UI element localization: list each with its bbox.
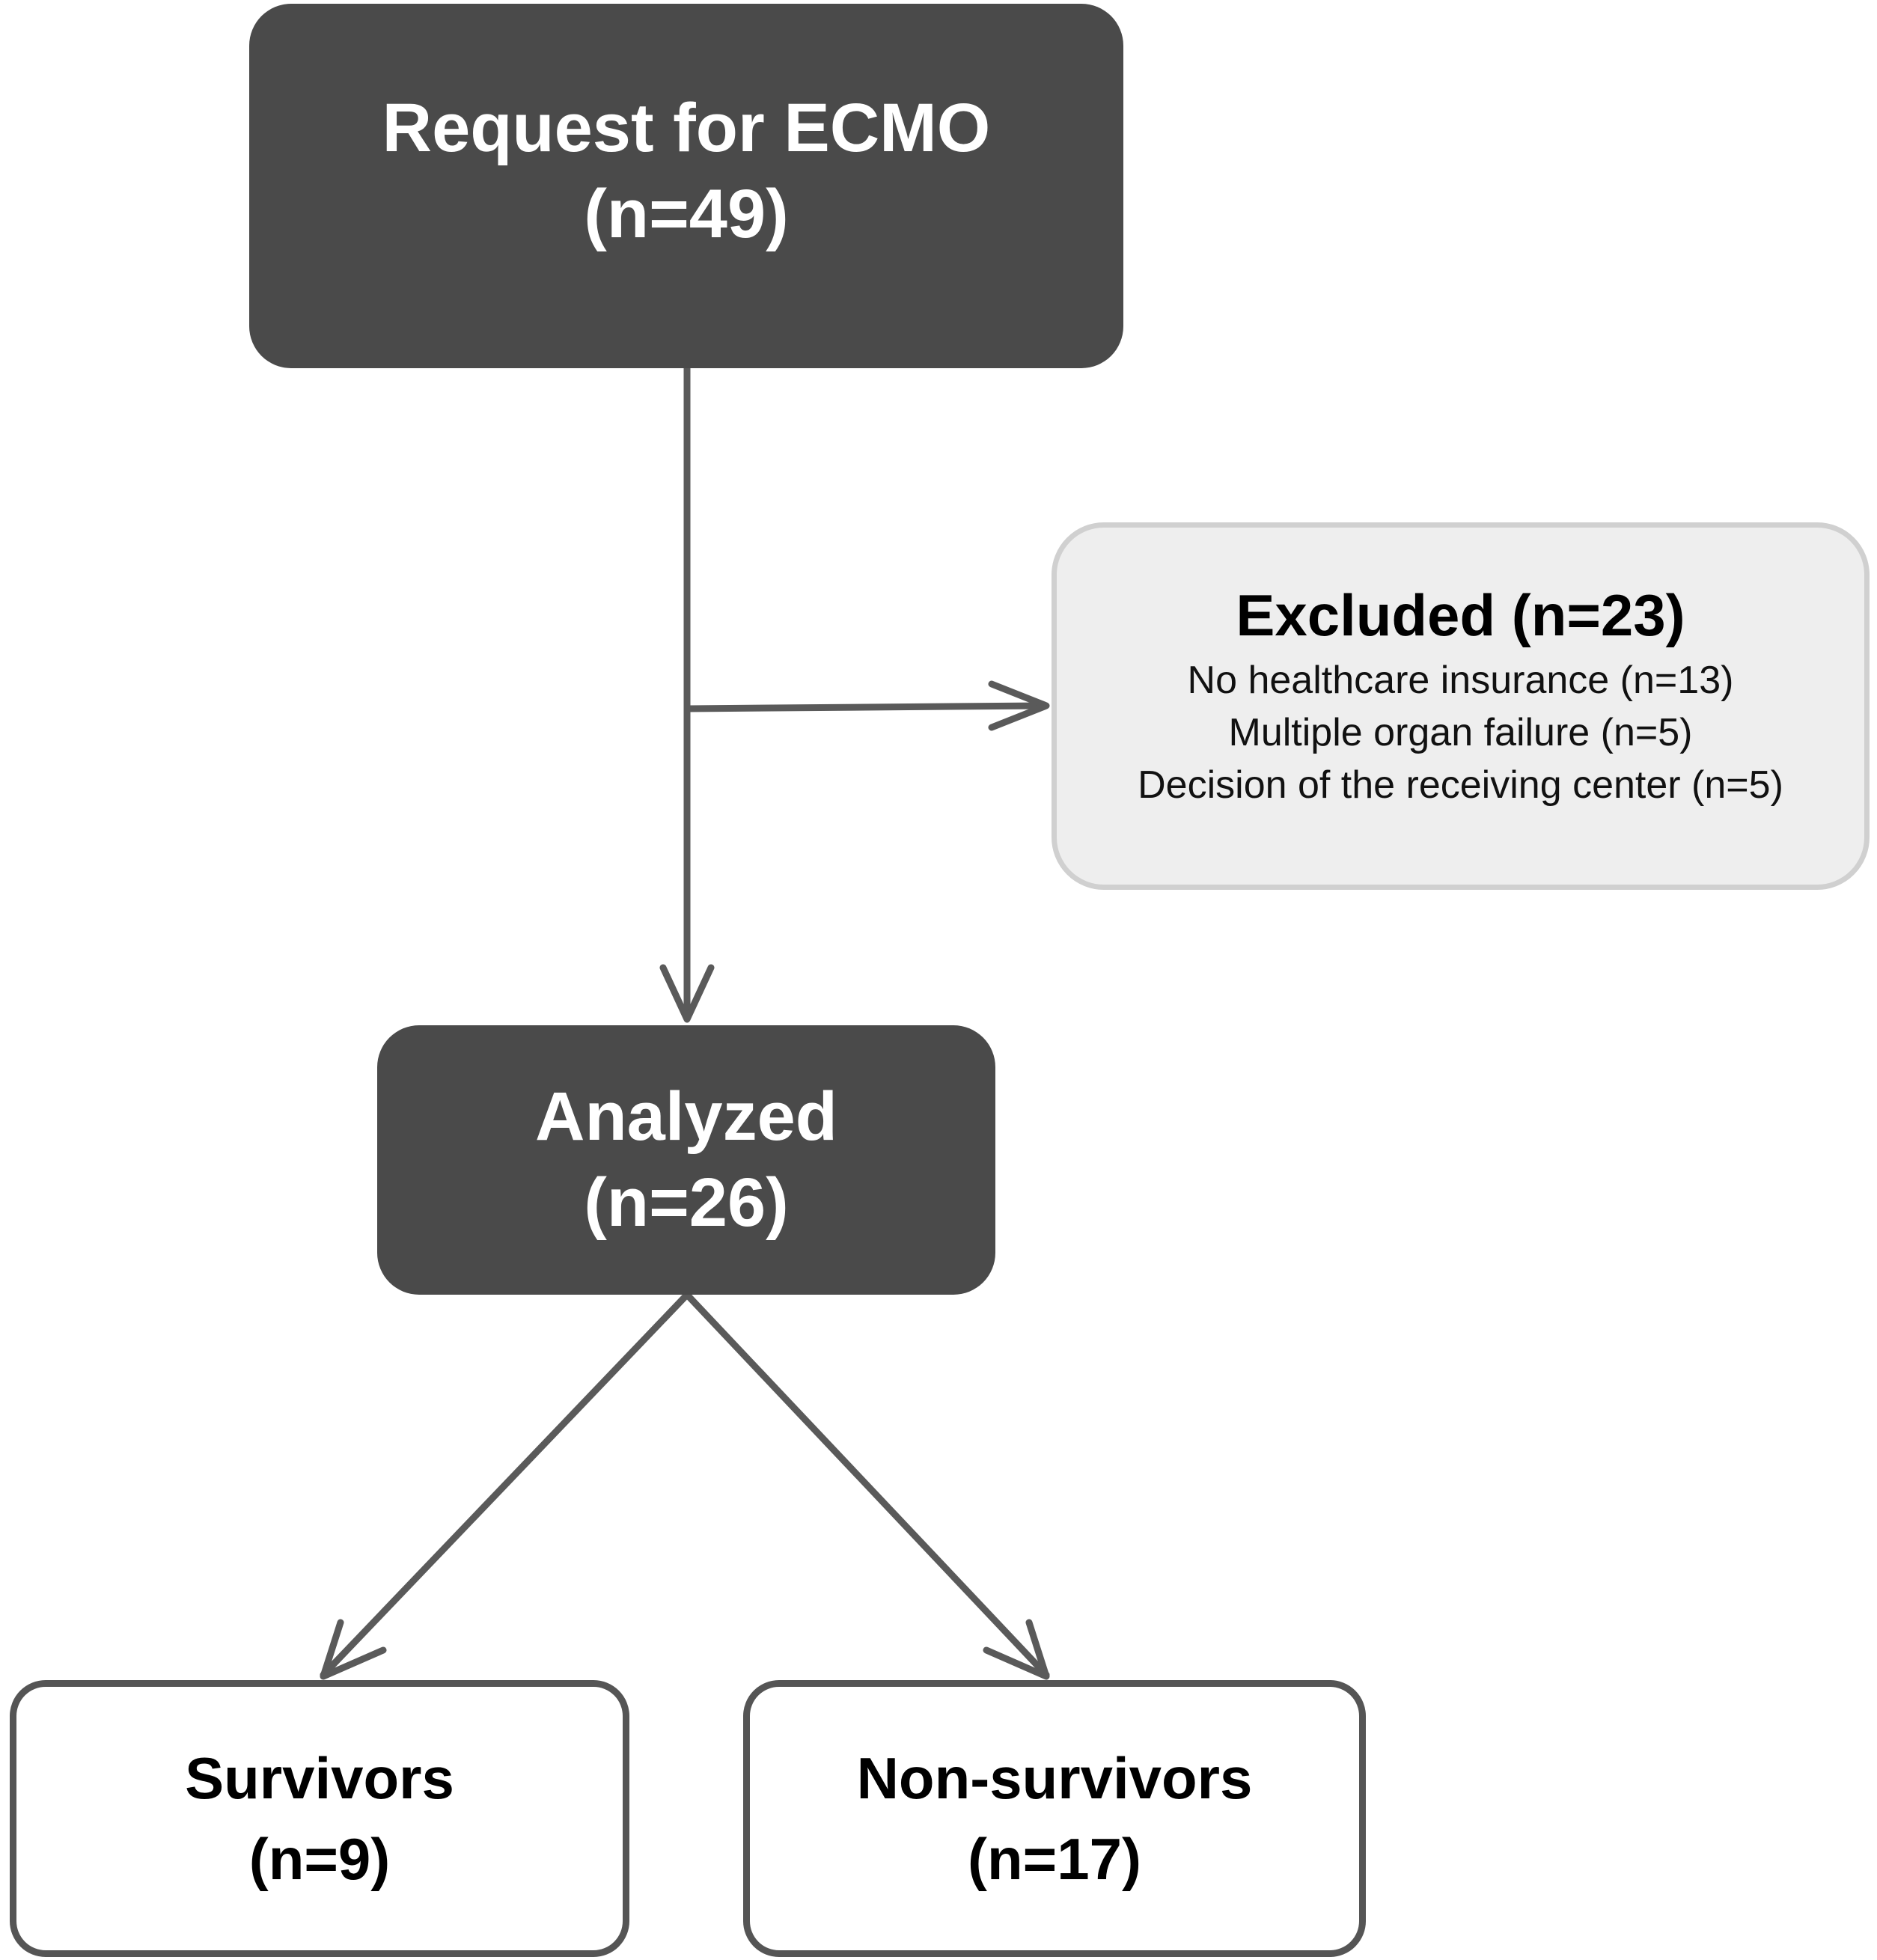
non-survivors-box: Non-survivors (n=17): [743, 1680, 1366, 1957]
arrowhead-survivors: [320, 1619, 387, 1680]
excluded-reason: No healthcare insurance (n=13): [1187, 658, 1734, 702]
arrowhead-excluded: [988, 680, 1050, 731]
request-for-ecmo-box: Request for ECMO (n=49): [249, 4, 1123, 368]
connector-analyzed-to-non-survivors: [683, 1291, 1050, 1679]
analyzed-count: (n=26): [584, 1164, 789, 1241]
excluded-reason: Multiple organ failure (n=5): [1228, 710, 1693, 754]
connector-analyzed-to-survivors: [320, 1291, 691, 1679]
survivors-box: Survivors (n=9): [10, 1680, 629, 1957]
arrowhead-analyzed: [659, 964, 715, 1023]
excluded-title: Excluded (n=23): [1236, 581, 1685, 648]
connector-to-excluded: [683, 702, 1048, 712]
excluded-reason: Decision of the receiving center (n=5): [1138, 763, 1783, 807]
analyzed-title: Analyzed: [535, 1078, 837, 1155]
non-survivors-count: (n=17): [968, 1826, 1141, 1892]
arrowhead-non-survivors: [983, 1619, 1050, 1680]
request-title: Request for ECMO: [382, 89, 991, 166]
survivors-title: Survivors: [185, 1745, 454, 1811]
survivors-count: (n=9): [248, 1826, 391, 1892]
request-count: (n=49): [584, 175, 789, 252]
excluded-box: Excluded (n=23) No healthcare insurance …: [1052, 522, 1870, 890]
non-survivors-title: Non-survivors: [856, 1745, 1253, 1811]
analyzed-box: Analyzed (n=26): [377, 1025, 995, 1295]
